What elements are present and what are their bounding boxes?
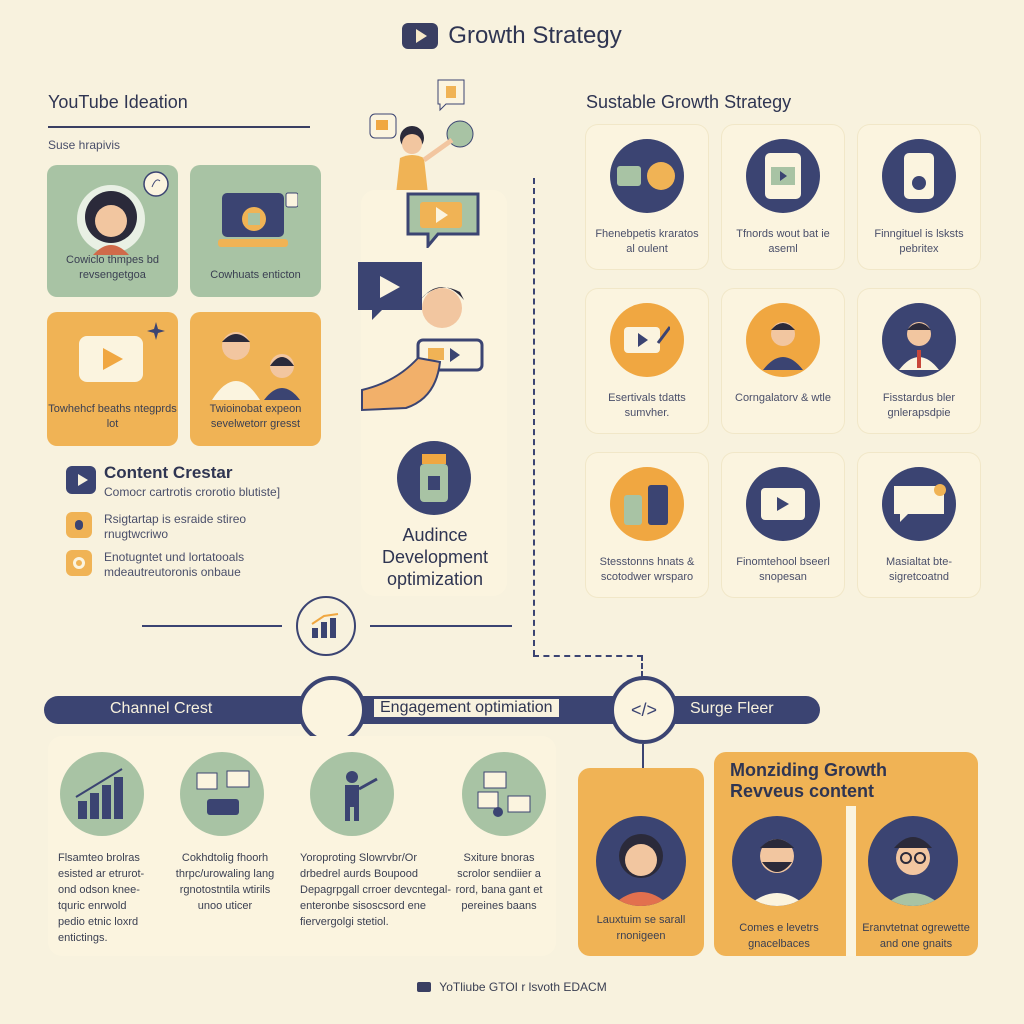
plant-jar-icon (397, 441, 471, 515)
strategy-card: Esertivals tdatts sumvher. (586, 289, 708, 433)
ideation-card-3-caption: Towhehcf beaths ntegprds lot (48, 403, 177, 430)
lightbulb-icon (66, 512, 92, 538)
page-header: Growth Strategy (0, 22, 1024, 50)
youtube-ideation-title: YouTube Ideation (48, 92, 188, 112)
person-avatar-icon (77, 185, 145, 255)
woman-with-bubbles-illustration (369, 79, 474, 194)
strategy-card-caption: Fisstardus bler gnlerapsdpie (882, 392, 956, 419)
bottom-item-caption: Cokhdtolig fhoorh thrpc/urowaling lang r… (175, 852, 275, 912)
monetize-card-caption: Lauxtuim se sarall rnonigeen (596, 914, 686, 942)
ideation-card-1: Cowiclo thmpes bd revsengetgoa (47, 165, 178, 297)
footer-text: YoTliube GTOI r lsvoth EDACM (439, 980, 607, 994)
divider (370, 625, 512, 627)
timeline-label: Surge Fleer (690, 700, 774, 717)
bar-chart-icon (60, 752, 144, 836)
divider (142, 625, 282, 627)
hand-phone-illustration (358, 262, 484, 412)
list-item-text: Rsigtartap is esraide stireo rnugtwcriwo (104, 512, 247, 541)
ideation-card-3: Towhehcf beaths ntegprds lot (47, 312, 178, 446)
dashed-connector (533, 655, 643, 657)
play-icon (66, 466, 96, 494)
divider (48, 126, 310, 128)
bottom-item-caption: Flsamteo brolras esisted ar etrurot- ond… (58, 852, 145, 944)
ideation-card-2-caption: Cowhuats enticton (210, 269, 301, 281)
divider (846, 806, 856, 956)
gear-icon (66, 550, 92, 576)
play-icon (402, 23, 439, 49)
list-item: Rsigtartap is esraide stireo rnugtwcriwo (66, 512, 306, 542)
mobile-video-icon (746, 139, 820, 213)
strategy-card: Finomtehool bseerl snopesan (722, 453, 844, 597)
strategy-card-caption: Tfnords wout bat ie aseml (736, 228, 830, 255)
person-growth-icon (310, 752, 394, 836)
ideation-subtitle: Suse hrapivis (48, 138, 121, 152)
video-edit-icon (610, 303, 684, 377)
strategy-grid: Fhenebpetis kraratos al oulent Tfnords w… (586, 125, 980, 597)
bearded-man-avatar-icon (732, 816, 822, 906)
page-title: Growth Strategy (448, 22, 622, 49)
strategy-card-caption: Fhenebpetis kraratos al oulent (595, 228, 699, 255)
ideation-card-1-caption: Cowiclo thmpes bd revsengetgoa (66, 254, 159, 281)
ideation-card-4-caption: Twioinobat expeon sevelwetorr gresst (209, 403, 302, 430)
footer: YoTliube GTOI r lsvoth EDACM (0, 980, 1024, 994)
ideation-card-2: Cowhuats enticton (190, 165, 321, 297)
devices-icon (180, 752, 264, 836)
strategy-card: Tfnords wout bat ie aseml (722, 125, 844, 269)
video-chat-icon (406, 192, 480, 248)
timeline-node (298, 676, 366, 744)
strategy-card-caption: Finngituel is lsksts pebritex (874, 228, 964, 255)
two-people-icon (212, 332, 300, 400)
sparkle-icon (147, 322, 165, 340)
monetize-card-caption: Comes e levetrs gnacelbaces (739, 922, 819, 950)
ideation-card-4: Twioinobat expeon sevelwetorr gresst (190, 312, 321, 446)
man-avatar-icon (746, 303, 820, 377)
timeline-label: Channel Crest (110, 700, 213, 717)
list-item: Enotugntet und lortatooals mdeautreutoro… (66, 550, 306, 580)
dashed-connector (533, 178, 535, 656)
bottom-item-caption: Sxiture bnoras scrolor sendiier a rord, … (455, 852, 543, 912)
strategy-card: Fhenebpetis kraratos al oulent (586, 125, 708, 269)
strategy-card: Stesstonns hnats & scotodwer wrsparo (586, 453, 708, 597)
businessman-avatar-icon (882, 303, 956, 377)
strategy-card-caption: Masialtat bte- sigretcoatnd (885, 556, 953, 583)
timeline-label: Engagement optimiation (374, 699, 559, 717)
strategy-card-caption: Esertivals tdatts sumvher. (608, 392, 686, 419)
play-button-icon (79, 336, 143, 382)
monetize-title: Monziding Growth Revveus content (730, 760, 887, 801)
media-devices-icon (462, 752, 546, 836)
video-player-icon (746, 467, 820, 541)
jars-icon (610, 467, 684, 541)
content-crestar-title: Content Crestar (104, 463, 233, 482)
strategy-card: Masialtat bte- sigretcoatnd (858, 453, 980, 597)
laptop-analytics-icon (218, 192, 298, 247)
strategy-card-caption: Corngalatorv & wtle (735, 392, 831, 404)
strategy-card-caption: Finomtehool bseerl snopesan (736, 556, 830, 583)
monetize-card-caption: Eranvtetnat ogrewette and one gnaits (862, 922, 970, 950)
strategy-card: Corngalatorv & wtle (722, 289, 844, 433)
chat-bubble-icon (143, 171, 169, 197)
sustainable-growth-title: Sustable Growth Strategy (586, 92, 792, 112)
audience-development-label: Audince Development optimization (381, 525, 489, 589)
glasses-man-avatar-icon (868, 816, 958, 906)
list-item-text: Enotugntet und lortatooals mdeautreutoro… (104, 550, 245, 579)
bottom-item-caption: Yoroproting Slowrvbr/Or drbedrel aurds B… (300, 852, 452, 928)
content-crestar-subtitle: Comocr cartrotis crorotio blutiste] (104, 485, 281, 499)
growth-chart-icon (296, 596, 356, 656)
strategy-card-caption: Stesstonns hnats & scotodwer wrsparo (599, 556, 695, 583)
play-icon (417, 982, 432, 992)
phone-settings-icon (882, 139, 956, 213)
connector (642, 744, 644, 790)
strategy-card: Finngituel is lsksts pebritex (858, 125, 980, 269)
woman-avatar-icon (596, 816, 686, 906)
strategy-card: Fisstardus bler gnlerapsdpie (858, 289, 980, 433)
code-icon: </> (610, 676, 678, 744)
dashed-connector (641, 655, 643, 677)
message-icon (882, 467, 956, 541)
analytics-icon (610, 139, 684, 213)
